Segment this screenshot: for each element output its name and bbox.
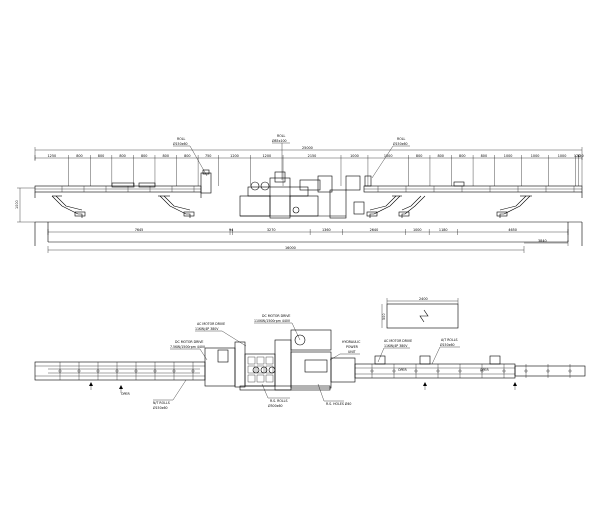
plan-central-machine <box>204 329 356 391</box>
lower-dim-label: 1180 <box>439 228 448 232</box>
top-dim-label: 800 <box>459 154 465 158</box>
lower-dimension-chain: 7645 94 3270 1360 2640 1000 1180 4650 <box>47 228 569 235</box>
lower-dim-label: 94 <box>229 228 233 232</box>
ac-motor-left-line1: AC MOTOR DRIVE <box>197 322 225 326</box>
top-dim-label: 800 <box>141 154 147 158</box>
callout-ac-motor-right: AC MOTOR DRIVE 11KW/4P 380V <box>377 339 412 363</box>
top-dim-label: 120 <box>574 154 580 158</box>
lower-dim-label: 1360 <box>322 228 331 232</box>
inset-width-label: 2400 <box>419 297 428 301</box>
callout-r-s-rolls: R.S. ROLLS Ø300x60 <box>261 383 290 408</box>
top-dim-label: 800 <box>76 154 82 158</box>
r-s-rolls-line2: Ø300x60 <box>268 403 283 408</box>
top-dim-label: 800 <box>437 154 443 158</box>
top-dim-label: 1000 <box>558 154 567 158</box>
top-dim-label: 800 <box>184 154 190 158</box>
callout-n-t-rolls: N/T ROLLS Ø150x60 <box>153 379 187 410</box>
ac-motor-right-line1: AC MOTOR DRIVE <box>384 339 412 343</box>
height-dimension: 1000 <box>15 187 35 223</box>
top-dim-label: 800 <box>416 154 422 158</box>
r-s-holes-line1: R.S. HOLES Ø40 <box>326 401 351 406</box>
oper-label-right-2: OPER <box>480 368 489 372</box>
top-dim-label: 800 <box>481 154 487 158</box>
top-dim-label: 120 <box>577 154 583 158</box>
callout-ac-motor-left: AC MOTOR DRIVE 11KW/4P 380V <box>195 322 247 347</box>
top-dim-label: 1200 <box>263 154 272 158</box>
hydraulic-line2: POWER <box>346 345 359 349</box>
oper-label-left: OPER <box>121 392 130 396</box>
top-dim-label: 800 <box>163 154 169 158</box>
inset-height-label: 500 <box>382 314 386 320</box>
oper-arrow-left <box>89 382 93 386</box>
top-dim-label: 1000 <box>531 154 540 158</box>
lower-dim-label: 7645 <box>135 228 144 232</box>
height-dimension-label: 1000 <box>15 200 19 209</box>
dc-motor-top-line2: 110KW/1500rpm 440V <box>254 319 291 323</box>
top-dim-label: 1000 <box>350 154 359 158</box>
callout-hydraulic: HYDRAULIC POWER UNIT <box>329 340 361 361</box>
oper-arrow-right-2 <box>513 382 517 386</box>
top-dim-label: 750 <box>205 154 211 158</box>
top-dim-label: 1250 <box>48 154 57 158</box>
callout-a-t-rolls: A/T ROLLS Ø150x60 <box>431 338 460 365</box>
lower-dim-label: 1000 <box>413 228 422 232</box>
top-dim-label: 1500 <box>384 154 393 158</box>
lower-dim-label: 4650 <box>508 228 517 232</box>
roll-label-center-line1: ROLL <box>277 134 285 138</box>
top-overall-label: 25000 <box>302 146 313 150</box>
right-conveyor <box>363 175 583 218</box>
callout-dc-motor-left: DC MOTOR DRIVE 7.5KW/1500rpm 440V <box>170 340 208 361</box>
elevation-view: ROLL Ø150x60 ROLL Ø85x100 ROLL Ø150x60 2… <box>15 134 584 253</box>
lower-dim-label: 3270 <box>267 228 276 232</box>
inset-detail: 2400 500 <box>381 297 459 329</box>
dc-motor-left-line2: 7.5KW/1500rpm 440V <box>170 345 206 349</box>
roll-label-right-line2: Ø150x60 <box>393 141 408 146</box>
central-machine <box>200 169 365 219</box>
ac-motor-left-line2: 11KW/4P 380V <box>195 327 219 331</box>
hydraulic-line1: HYDRAULIC <box>342 340 361 344</box>
n-t-rolls-line2: Ø150x60 <box>153 405 168 410</box>
oper-arrow-right <box>423 382 427 386</box>
roll-label-left: ROLL Ø150x60 <box>173 137 208 177</box>
hydraulic-line3: UNIT <box>348 350 356 354</box>
dc-motor-top-line1: DC MOTOR DRIVE <box>262 314 290 318</box>
top-dim-label: 800 <box>119 154 125 158</box>
inset-break-symbol <box>419 309 429 323</box>
callout-r-s-holes: R.S. HOLES Ø40 <box>317 383 351 406</box>
lower-overall-label: 16000 <box>285 246 296 250</box>
plan-view: 2400 500 DC MOTOR DRIVE 110KW/1500rpm 44… <box>34 297 586 410</box>
roll-label-center: ROLL Ø85x100 <box>272 134 290 180</box>
top-dim-label: 1000 <box>504 154 513 158</box>
roll-label-right-line1: ROLL <box>397 137 405 141</box>
a-t-rolls-line2: Ø150x60 <box>440 342 455 347</box>
roll-label-right: ROLL Ø150x60 <box>371 137 410 179</box>
top-dimension-chain: 1250 800 800 800 800 800 800 750 1200 1200 2150 100… <box>34 154 584 186</box>
top-dim-label: 800 <box>98 154 104 158</box>
r-s-rolls-line1: R.S. ROLLS <box>270 399 287 403</box>
ac-motor-right-line2: 11KW/4P 380V <box>384 344 408 348</box>
oper-arrow-left-2 <box>119 385 123 389</box>
lower-overall-dimension: 16000 3840 <box>47 239 569 253</box>
top-dim-label: 1200 <box>230 154 239 158</box>
oper-label-right: OPER <box>398 368 407 372</box>
lower-dim-label: 2640 <box>370 228 379 232</box>
end-dimension-label: 3840 <box>538 239 547 243</box>
roll-label-left-line1: ROLL <box>177 137 185 141</box>
plan-right-conveyor: OPER OPER <box>354 355 586 390</box>
n-t-rolls-line1: N/T ROLLS <box>153 401 170 405</box>
a-t-rolls-line1: A/T ROLLS <box>441 338 458 342</box>
callout-dc-motor-top: DC MOTOR DRIVE 110KW/1500rpm 440V <box>254 314 301 341</box>
top-dim-label: 2150 <box>308 154 317 158</box>
dc-motor-left-line1: DC MOTOR DRIVE <box>175 340 203 344</box>
plan-left-conveyor: OPER <box>34 361 206 396</box>
roll-label-center-line2: Ø85x100 <box>272 138 287 143</box>
roll-label-left-line2: Ø150x60 <box>173 141 188 146</box>
base-frame <box>34 222 583 246</box>
